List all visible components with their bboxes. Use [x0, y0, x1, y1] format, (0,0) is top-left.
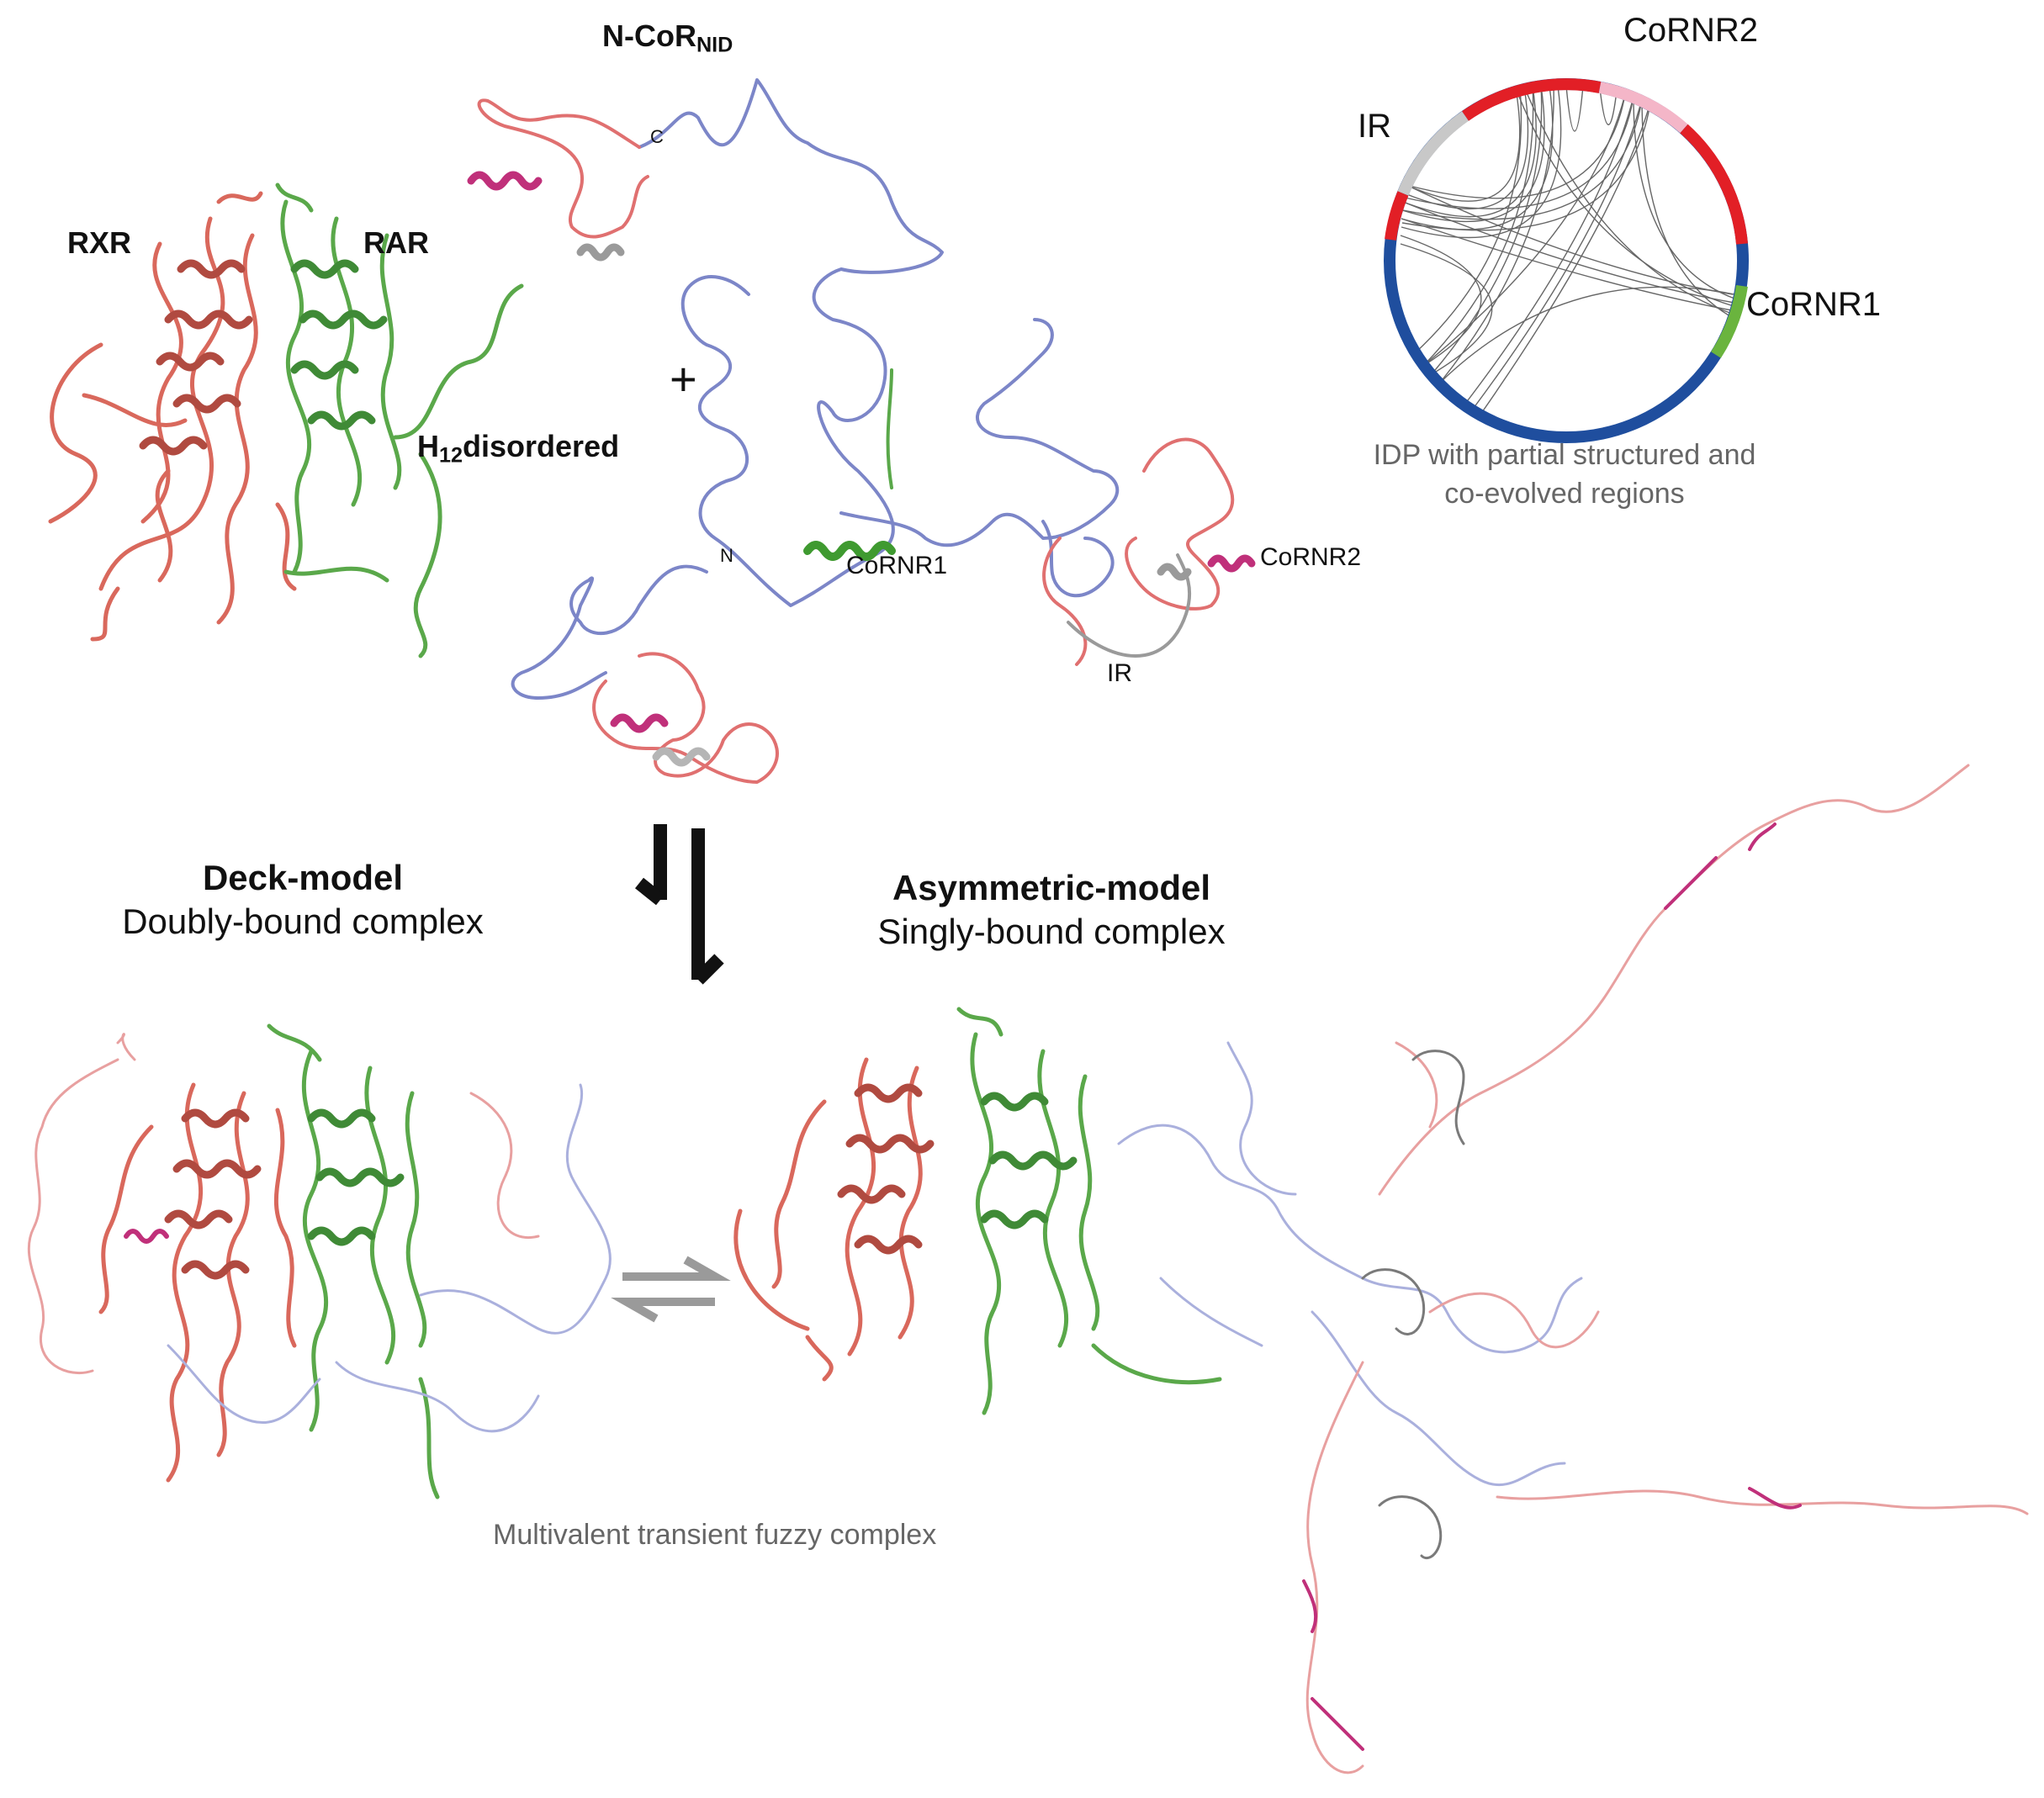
green-helix-cornr1	[803, 541, 896, 561]
equilibrium-arrow-grey	[611, 1256, 731, 1323]
grey-helix-1	[576, 243, 625, 262]
deck-model-title: Deck-model	[202, 858, 404, 897]
magenta-helix-2	[610, 713, 669, 733]
deck-model-structure	[27, 1023, 612, 1499]
circos-ir-label: IR	[1358, 108, 1391, 145]
ring-red-top	[1461, 78, 1602, 121]
h12-label-sub: 12	[439, 443, 463, 468]
green-coil-cornr1	[886, 368, 893, 489]
deck-model-heading: Deck-model Doubly-bound complex	[50, 856, 555, 944]
ncor-nid-label: N-CoRNID	[602, 19, 733, 57]
ir-structure-label: IR	[1107, 659, 1132, 687]
ncor-grey-coil	[1067, 553, 1192, 658]
cornr2-structure-label: CoRNR2	[1260, 543, 1362, 571]
ncor-structure-top	[477, 78, 1235, 784]
ncor-red-coil-top	[477, 98, 649, 239]
rar-label: RAR	[363, 225, 429, 260]
rxr-label: RXR	[67, 225, 132, 260]
asym-model-structure	[733, 764, 2029, 1774]
ring-pink	[1598, 82, 1688, 134]
h12-label-suffix: disordered	[463, 429, 620, 463]
asym-model-title: Asymmetric-model	[892, 868, 1211, 907]
cornr1-structure-label: CoRNR1	[846, 552, 948, 579]
grey-helix-2	[652, 747, 711, 767]
rar-helices	[290, 259, 388, 431]
ncor-red-coil-mid	[1042, 537, 1088, 666]
circos-ring	[1384, 78, 1749, 443]
asym-model-heading: Asymmetric-model Singly-bound complex	[799, 866, 1304, 954]
ncor-blue-coil-4	[1041, 520, 1115, 598]
rxr-structure	[48, 191, 297, 642]
rxr-rar-dimer-top	[48, 182, 524, 658]
ncor-label-sub: NID	[696, 33, 733, 57]
circos-caption-line1: IDP with partial structured and	[1373, 439, 1756, 471]
circos-caption: IDP with partial structured and co-evolv…	[1312, 436, 1817, 513]
magenta-helix-3	[1207, 554, 1256, 573]
ncor-red-coil-right	[1125, 437, 1235, 611]
equilibrium-arrow-black	[635, 824, 724, 985]
ncor-blue-coil-3	[511, 564, 708, 700]
asym-model-subtitle: Singly-bound complex	[877, 912, 1226, 951]
circos-cornr2-label: CoRNR2	[1623, 12, 1759, 49]
circos-caption-line2: co-evolved regions	[1444, 478, 1685, 510]
h12-disordered-label: H12disordered	[417, 429, 619, 468]
ring-green	[1711, 284, 1748, 358]
ncor-blue-coil	[638, 78, 944, 607]
plus-sign: +	[670, 352, 697, 405]
ncor-blue-coil-2	[839, 318, 1120, 547]
grey-helix-3	[1157, 563, 1192, 581]
ring-red-right	[1680, 124, 1748, 245]
circos-cornr1-label: CoRNR1	[1746, 286, 1882, 323]
ring-grey	[1397, 111, 1469, 196]
rxr-helices	[139, 259, 253, 456]
circos-links	[1400, 85, 1738, 413]
c-terminus-label: C	[650, 126, 664, 147]
ncor-red-coil-bottom	[592, 652, 779, 784]
ncor-label-text: N-CoR	[602, 19, 696, 53]
deck-model-subtitle: Doubly-bound complex	[122, 902, 484, 941]
h12-label-text: H	[417, 429, 439, 463]
ncor-helices-top	[467, 171, 1256, 767]
magenta-helix-1	[467, 171, 543, 191]
n-terminus-label: N	[720, 545, 733, 566]
circos-plot	[1384, 78, 1749, 443]
fuzzy-complex-caption: Multivalent transient fuzzy complex	[493, 1519, 937, 1551]
ring-red-left	[1385, 191, 1409, 241]
